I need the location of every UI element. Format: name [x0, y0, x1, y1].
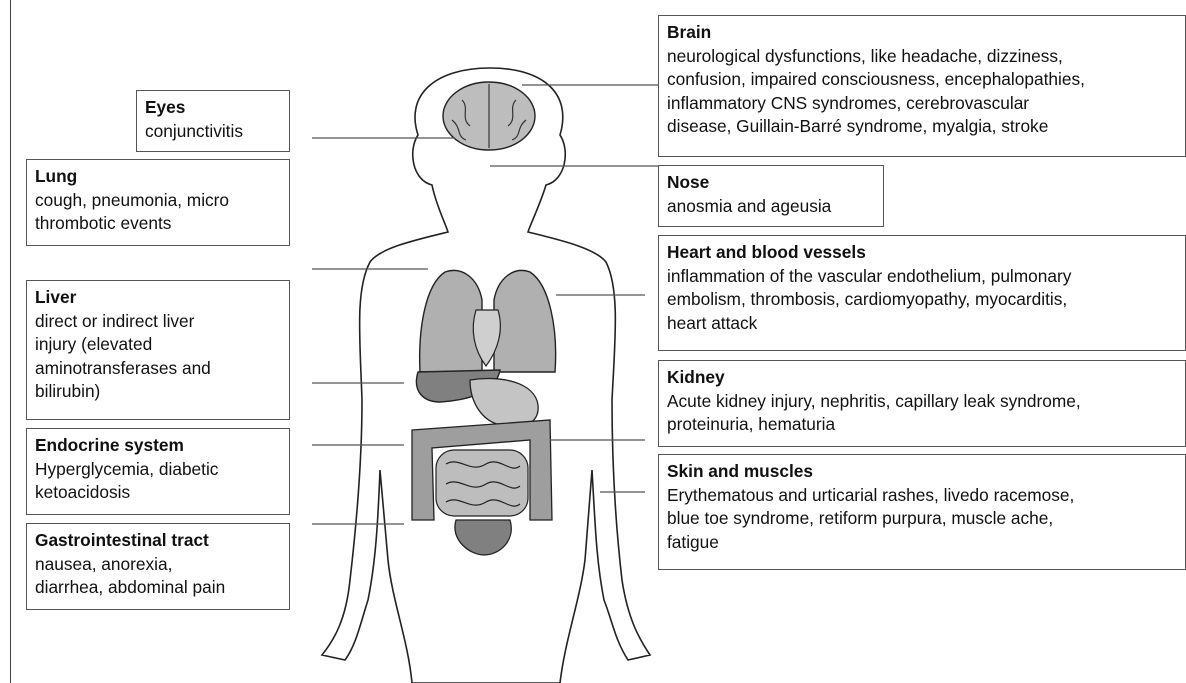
skin-title: Skin and muscles — [667, 460, 1177, 484]
lung-description: cough, pneumonia, micro thrombotic event… — [35, 189, 281, 236]
endocrine-description: Hyperglycemia, diabetic ketoacidosis — [35, 458, 281, 505]
eyes-title: Eyes — [145, 96, 281, 120]
skin-description: Erythematous and urticarial rashes, live… — [667, 484, 1177, 555]
small-intestine-organ — [436, 450, 528, 516]
brain-box: Brain neurological dysfunctions, like he… — [658, 15, 1186, 157]
nose-description: anosmia and ageusia — [667, 195, 875, 219]
liver-box: Liver direct or indirect liver injury (e… — [26, 280, 290, 420]
brain-title: Brain — [667, 21, 1177, 45]
nose-title: Nose — [667, 171, 875, 195]
kidney-description: Acute kidney injury, nephritis, capillar… — [667, 390, 1177, 437]
brain-description: neurological dysfunctions, like headache… — [667, 45, 1177, 139]
heart-description: inflammation of the vascular endothelium… — [667, 265, 1177, 336]
gi-box: Gastrointestinal tract nausea, anorexia,… — [26, 523, 290, 610]
liver-title: Liver — [35, 286, 281, 310]
brain-organ — [443, 82, 535, 150]
heart-title: Heart and blood vessels — [667, 241, 1177, 265]
nose-box: Nose anosmia and ageusia — [658, 165, 884, 227]
eyes-box: Eyes conjunctivitis — [136, 90, 290, 152]
liver-description: direct or indirect liver injury (elevate… — [35, 310, 281, 404]
endocrine-box: Endocrine system Hyperglycemia, diabetic… — [26, 428, 290, 515]
kidney-box: Kidney Acute kidney injury, nephritis, c… — [658, 360, 1186, 447]
endocrine-title: Endocrine system — [35, 434, 281, 458]
gi-description: nausea, anorexia, diarrhea, abdominal pa… — [35, 553, 281, 600]
kidney-title: Kidney — [667, 366, 1177, 390]
skin-box: Skin and muscles Erythematous and urtica… — [658, 454, 1186, 570]
gi-title: Gastrointestinal tract — [35, 529, 281, 553]
eyes-description: conjunctivitis — [145, 120, 281, 144]
heart-box: Heart and blood vessels inflammation of … — [658, 235, 1186, 351]
lung-title: Lung — [35, 165, 281, 189]
lung-box: Lung cough, pneumonia, micro thrombotic … — [26, 159, 290, 246]
